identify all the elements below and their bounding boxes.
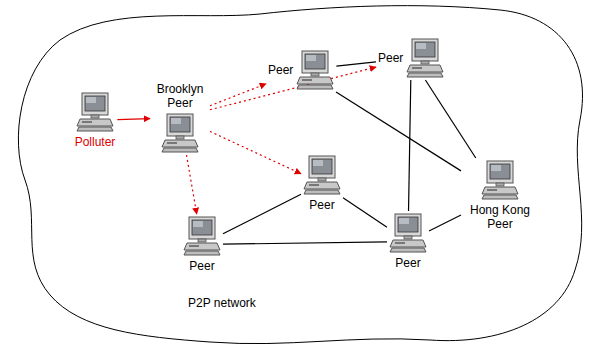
peer-computer: Peer bbox=[183, 216, 221, 273]
computer-icon bbox=[481, 160, 519, 200]
peer-computer: Peer bbox=[389, 213, 427, 270]
computer-icon bbox=[389, 213, 427, 253]
peer-label: Peer bbox=[378, 51, 403, 65]
computer-icon bbox=[296, 50, 334, 90]
pollution-arrow bbox=[186, 155, 196, 214]
computer-icon bbox=[303, 155, 341, 195]
cloud-outline bbox=[18, 6, 582, 344]
pollution-arrow bbox=[210, 131, 301, 173]
peer-label: Peer bbox=[309, 198, 334, 212]
peer-computer: Hong Kong Peer bbox=[463, 160, 537, 231]
peer-computer: Peer bbox=[303, 155, 341, 212]
computer-icon bbox=[161, 113, 199, 153]
peer-label: Peer bbox=[189, 259, 214, 273]
peer-label: Hong Kong Peer bbox=[463, 203, 537, 231]
computer-icon bbox=[76, 92, 114, 132]
peer-computer: Polluter bbox=[75, 92, 116, 149]
pollution-arrow bbox=[117, 119, 150, 120]
computer-icon bbox=[183, 216, 221, 256]
peer-computer: Peer bbox=[378, 38, 444, 78]
peer-link bbox=[425, 80, 475, 158]
peer-computer: Peer bbox=[268, 50, 334, 90]
peer-label: Peer bbox=[268, 63, 293, 77]
peer-link bbox=[223, 194, 301, 234]
peer-link bbox=[336, 92, 461, 171]
peer-label: Brooklyn Peer bbox=[152, 82, 208, 110]
peer-computer: Brooklyn Peer bbox=[152, 82, 208, 153]
computer-icon bbox=[406, 38, 444, 78]
peer-label: Peer bbox=[395, 256, 420, 270]
peer-label: Polluter bbox=[75, 135, 116, 149]
network-label: P2P network bbox=[188, 296, 256, 310]
peer-link bbox=[336, 62, 376, 66]
peer-link bbox=[223, 242, 387, 244]
peer-link bbox=[429, 215, 461, 231]
pollution-arrow bbox=[210, 84, 266, 106]
peer-link bbox=[409, 80, 411, 211]
peer-link bbox=[343, 198, 387, 228]
